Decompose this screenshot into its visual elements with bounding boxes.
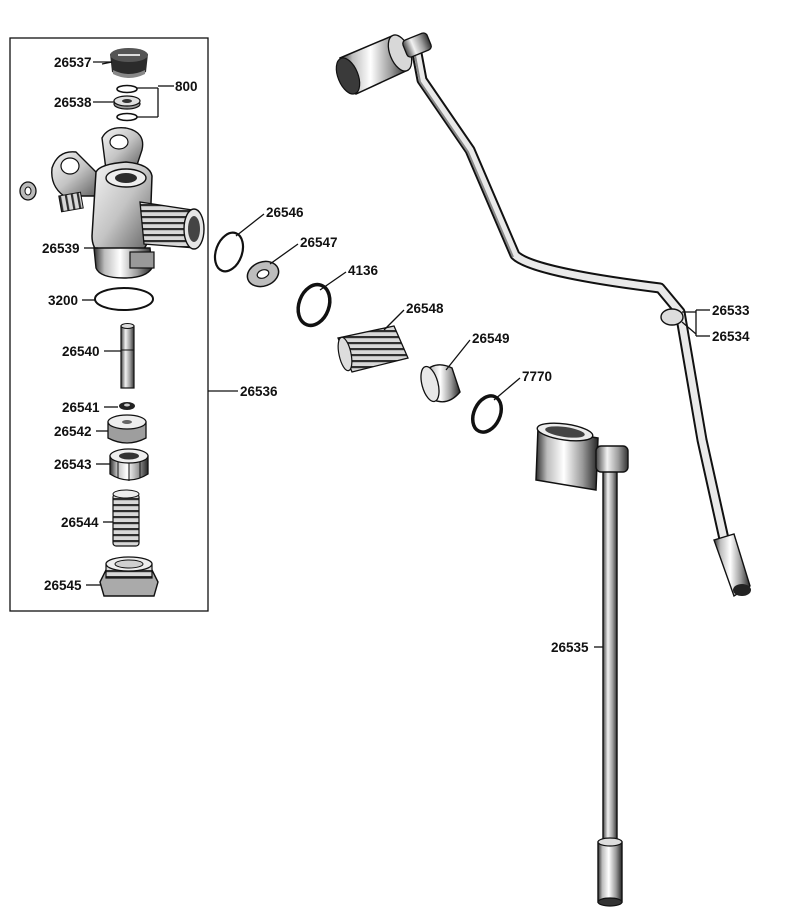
part-800-oring-upper [116,84,138,94]
part-26548-spring [337,325,409,373]
label-26542: 26542 [54,424,92,439]
label-3200: 3200 [48,293,78,308]
part-26541-washer [119,402,135,410]
label-26534: 26534 [712,329,750,344]
label-4136: 4136 [348,263,379,278]
part-26545-plug [99,556,159,597]
label-26545: 26545 [44,578,82,593]
label-26549: 26549 [472,331,510,346]
label-26540: 26540 [62,344,100,359]
part-26542-seat [107,414,147,444]
assembly-frame [9,37,209,612]
part-26547-nut [246,260,280,288]
part-26538-washer [113,95,141,110]
part-26533-rod [335,32,751,598]
leader-lines [82,61,710,648]
label-26548: 26548 [406,301,444,316]
part-7770-oring [470,394,504,434]
part-26540-pin [120,323,135,389]
label-26533: 26533 [712,303,750,318]
part-26543-nut [109,448,149,481]
part-3200-oring [94,287,154,311]
label-26546: 26546 [266,205,304,220]
label-26536: 26536 [240,384,278,399]
label-800: 800 [175,79,198,94]
label-26535: 26535 [551,640,589,655]
label-26537: 26537 [54,55,92,70]
side-washer [19,181,37,201]
part-26534-sleeve [660,308,684,326]
label-26547: 26547 [300,235,338,250]
part-26539-valve-body [51,127,205,279]
part-26546-gasket [213,231,245,273]
part-4136-oring [296,282,332,328]
part-26549-cup [420,364,461,403]
label-26541: 26541 [62,400,100,415]
label-26538: 26538 [54,95,92,110]
part-26535-rod [535,422,629,907]
label-26539: 26539 [42,241,80,256]
part-800-oring-lower [116,112,138,122]
label-7770: 7770 [522,369,552,384]
label-26544: 26544 [61,515,99,530]
label-26543: 26543 [54,457,92,472]
part-26537-cap [110,48,148,78]
part-26544-spring [112,489,140,547]
